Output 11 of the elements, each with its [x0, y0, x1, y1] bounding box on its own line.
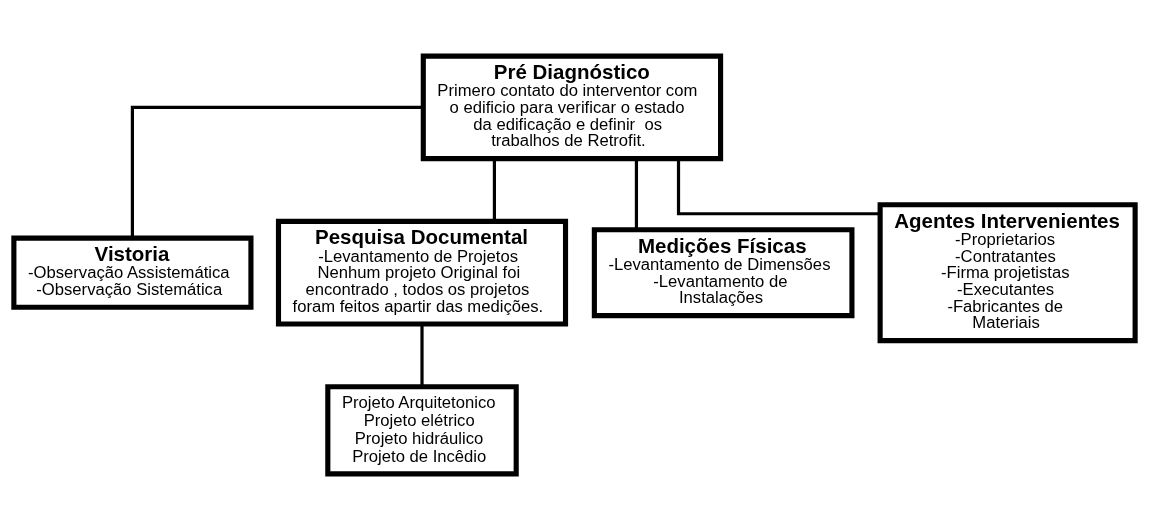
node-box: Medições Físicas -Levantamento de Dimensões -Levantamento de Instalações: [591, 227, 855, 319]
connector: [492, 158, 496, 222]
node-box: Vistoria -Observação Assistemática -Observação Sistemática: [11, 235, 254, 310]
connector: [676, 158, 880, 216]
connector: [634, 158, 639, 230]
connector: [420, 324, 424, 387]
node-box: Pré Diagnóstico Primero contato do interventor com o edificio para verificar o estado da edificação e definir os trabalhos de Retrofit.: [420, 53, 724, 162]
node-box: Projeto Arquitetonico Projeto elétrico Projeto hidráulico Projeto de Incêdio: [325, 384, 519, 477]
connector: [130, 105, 424, 239]
node-box: Pesquisa Documental -Levantamento de Projetos Nenhum projeto Original foi encontrado , todos os projetos foram feitos apartir das medições.: [275, 218, 569, 327]
node-box: Agentes Intervenientes -Proprietarios -Contratantes -Firma projetistas -Executantes -Fabricantes de Materiais: [877, 202, 1138, 344]
